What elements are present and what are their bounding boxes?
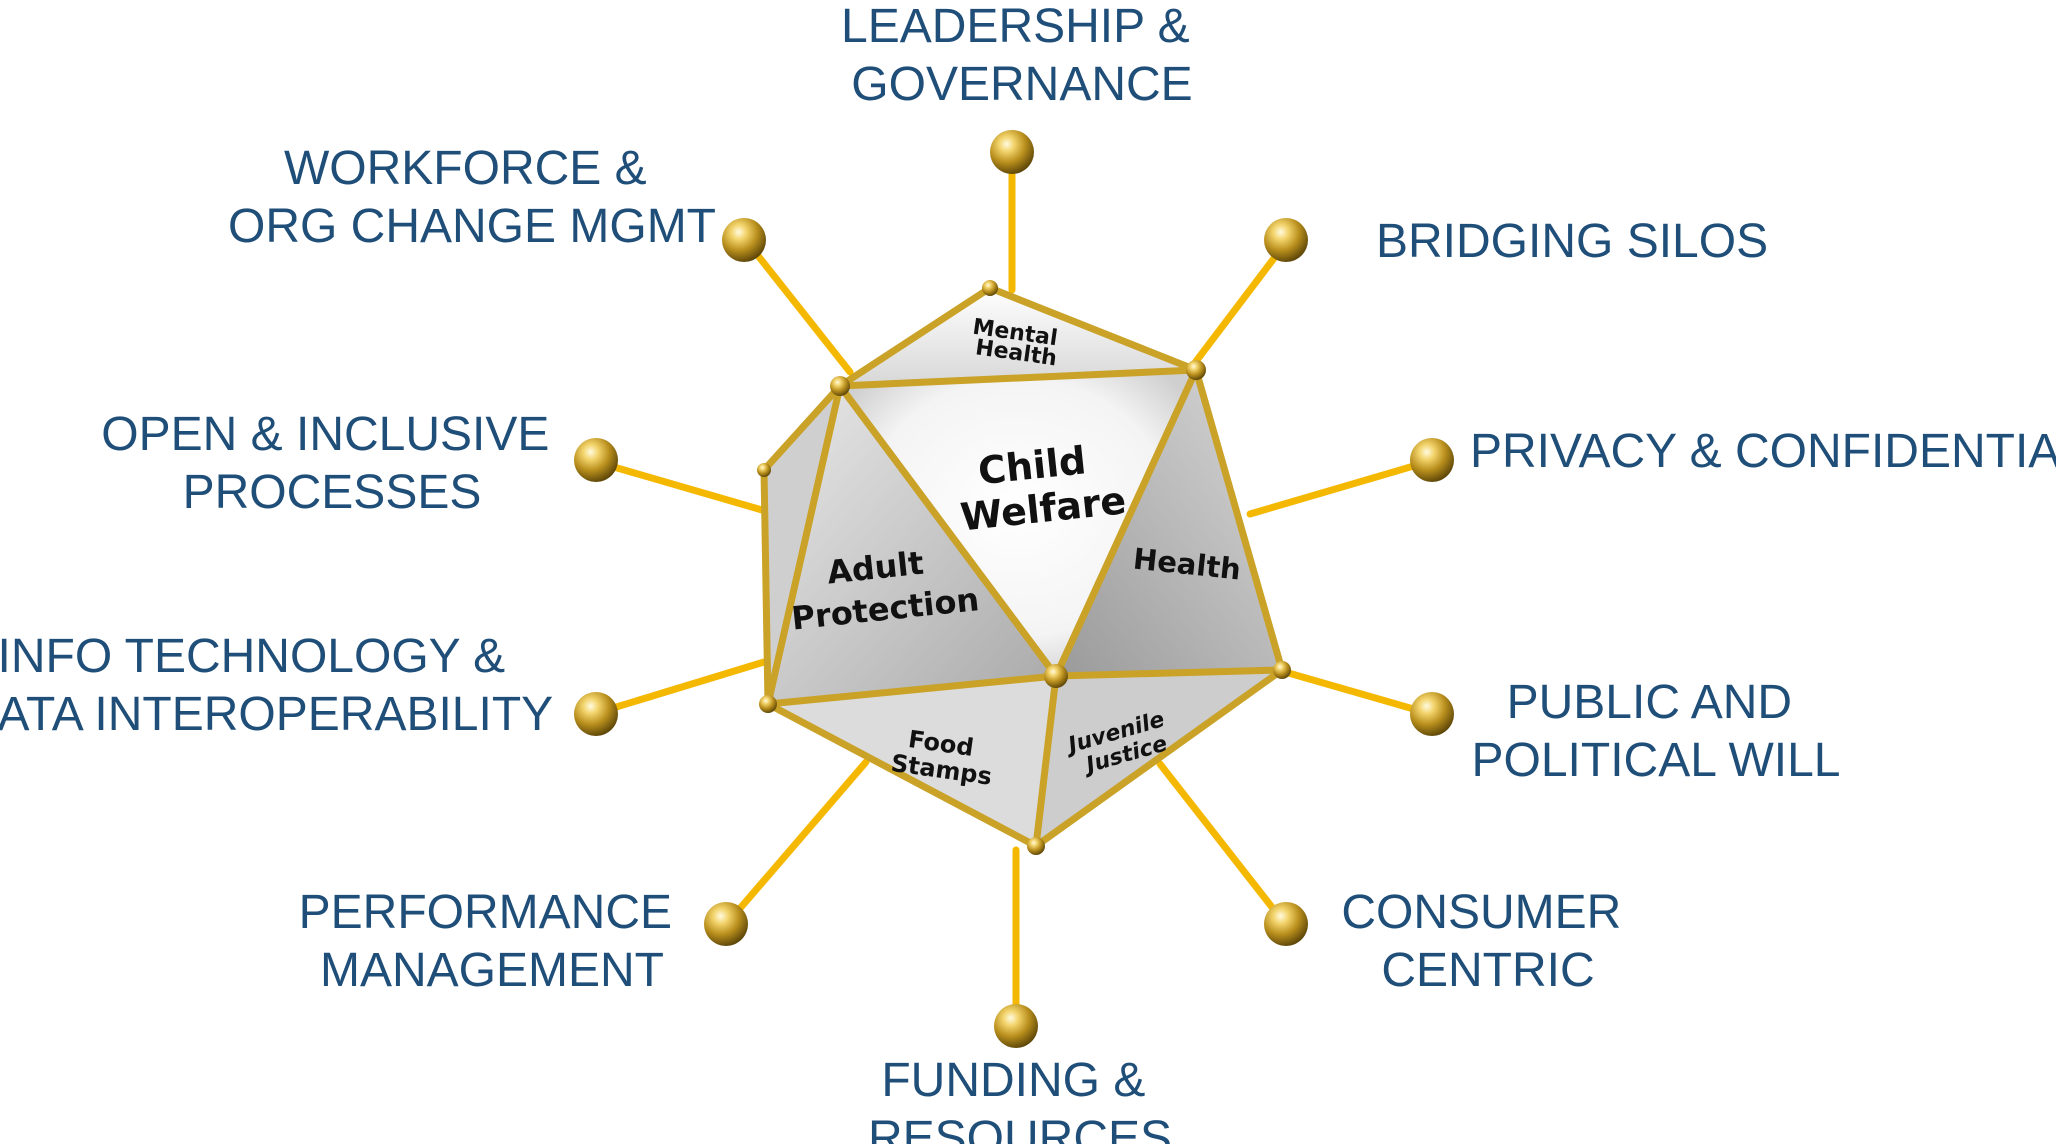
spoke-bridging <box>1190 241 1288 368</box>
spoke-performance <box>726 758 870 924</box>
polyhedron-vertices <box>757 280 1291 855</box>
spoke-consumer <box>1156 760 1286 924</box>
label-performance-management: PERFORMANCE MANAGEMENT <box>299 886 686 997</box>
polyhedron-frame <box>760 284 1286 850</box>
face-food-stamps <box>768 676 1056 846</box>
ball-consumer <box>1264 902 1308 946</box>
spoke-public <box>1281 668 1428 716</box>
label-consumer-centric: CONSUMER CENTRIC <box>1341 886 1634 997</box>
label-funding-resources: FUNDING & RESOURCES <box>868 1054 1172 1144</box>
spoke-privacy <box>1246 459 1428 518</box>
label-workforce-org-change: WORKFORCE & ORG CHANGE MGMT <box>228 142 716 253</box>
spoke-balls <box>574 130 1454 1048</box>
face-label-child-welfare: Child Welfare <box>954 435 1128 540</box>
ball-leadership <box>990 130 1034 174</box>
ball-privacy <box>1410 438 1454 482</box>
ball-bridging <box>1264 218 1308 262</box>
ball-open <box>574 438 618 482</box>
spokes <box>596 151 1428 1026</box>
spoke-open <box>596 459 766 514</box>
face-adult-protection <box>768 386 1056 704</box>
face-mental-health <box>840 288 1196 386</box>
ball-performance <box>704 902 748 946</box>
label-privacy-confidentiality: PRIVACY & CONFIDENTIALITY <box>1470 425 2056 478</box>
ball-funding <box>994 1004 1038 1048</box>
face-health <box>1056 370 1282 676</box>
spoke-info-tech <box>596 658 768 716</box>
face-child-welfare <box>840 370 1196 676</box>
ball-info-tech <box>574 692 618 736</box>
spoke-workforce <box>744 239 854 376</box>
label-open-inclusive: OPEN & INCLUSIVE PROCESSES <box>101 408 562 519</box>
ball-workforce <box>722 218 766 262</box>
label-info-technology: INFO TECHNOLOGY & DATA INTEROPERABILITY <box>0 630 553 741</box>
ball-public <box>1410 692 1454 736</box>
label-public-political-will: PUBLIC AND POLITICAL WILL <box>1472 676 1841 787</box>
label-bridging-silos: BRIDGING SILOS <box>1376 215 1768 268</box>
label-leadership-governance: LEADERSHIP & GOVERNANCE <box>841 0 1203 111</box>
